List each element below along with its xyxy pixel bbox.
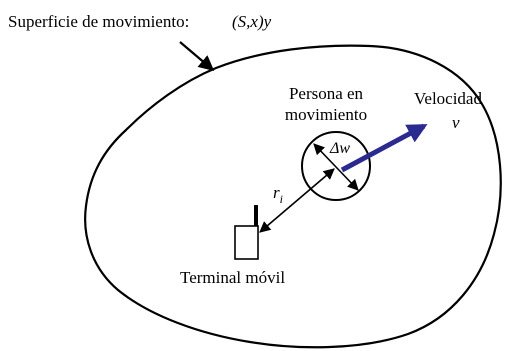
person-label-line2: movimiento	[285, 105, 367, 124]
distance-arrow	[259, 168, 335, 233]
surface-title: Superficie de movimiento:	[8, 12, 189, 31]
surface-pointer-arrow	[179, 41, 215, 71]
delta-w-arrow	[313, 143, 359, 191]
distance-subscript: i	[280, 192, 283, 206]
surface-formula: (S,x)y	[232, 12, 272, 31]
velocity-label: Velocidad	[414, 89, 482, 108]
delta-w-label: Δw	[329, 140, 350, 157]
velocity-symbol: v	[452, 113, 460, 132]
distance-label: ri	[273, 183, 283, 206]
movement-surface-outline	[84, 44, 502, 349]
terminal-label: Terminal móvil	[180, 268, 285, 287]
terminal-body	[234, 225, 259, 260]
velocity-vector	[340, 123, 428, 173]
person-label-line1: Persona en	[289, 84, 364, 103]
